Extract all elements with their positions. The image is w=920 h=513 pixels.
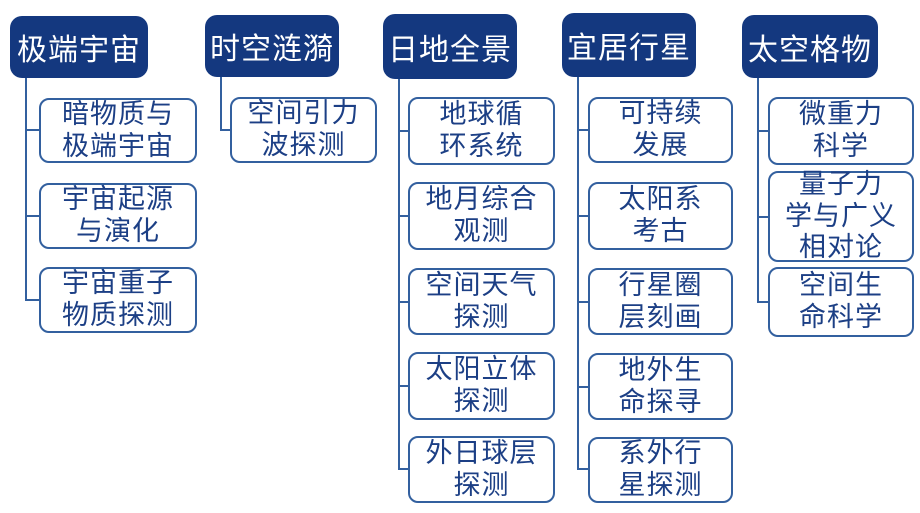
connector-line (577, 468, 588, 470)
topic-node: 暗物质与 极端宇宙 (39, 98, 197, 163)
topic-node: 宇宙起源 与演化 (39, 183, 197, 249)
topic-node: 行星圈 层刻画 (588, 268, 733, 335)
connector-line (398, 385, 408, 387)
connector-line (577, 77, 579, 470)
connector-line (577, 129, 588, 131)
branch-header-habitable-planets: 宜居行星 (562, 13, 696, 77)
connector-line (398, 468, 408, 470)
topic-node: 太阳立体 探测 (408, 352, 555, 420)
branch-header-sun-earth-panorama: 日地全景 (383, 14, 517, 79)
branch-header-extreme-universe: 极端宇宙 (10, 16, 148, 78)
connector-line (398, 79, 400, 470)
topic-node: 空间引力 波探测 (230, 97, 377, 163)
connector-line (25, 215, 39, 217)
topic-node: 空间天气 探测 (408, 268, 555, 335)
branch-header-space-science: 太空格物 (742, 15, 878, 78)
connector-line (757, 216, 768, 218)
topic-node: 地球循 环系统 (408, 97, 555, 165)
connector-line (220, 129, 230, 131)
connector-line (220, 77, 222, 131)
connector-line (757, 78, 759, 303)
connector-line (25, 78, 27, 301)
topic-node: 地月综合 观测 (408, 182, 555, 250)
topic-node: 微重力 科学 (768, 97, 914, 165)
connector-line (577, 215, 588, 217)
topic-node: 可持续 发展 (588, 97, 733, 163)
connector-line (25, 129, 39, 131)
topic-node: 宇宙重子 物质探测 (39, 267, 197, 333)
topic-node: 系外行 星探测 (588, 437, 733, 503)
connector-line (398, 130, 408, 132)
topic-node: 地外生 命探寻 (588, 353, 733, 420)
connector-line (398, 301, 408, 303)
connector-line (398, 215, 408, 217)
connector-line (757, 301, 768, 303)
connector-line (25, 299, 39, 301)
topic-node: 空间生 命科学 (768, 267, 914, 337)
topic-node: 量子力 学与广义 相对论 (768, 169, 914, 263)
topic-node: 太阳系 考古 (588, 182, 733, 250)
connector-line (577, 386, 588, 388)
connector-line (577, 301, 588, 303)
connector-line (757, 130, 768, 132)
branch-header-spacetime-ripples: 时空涟漪 (205, 15, 339, 77)
topic-node: 外日球层 探测 (408, 436, 555, 503)
